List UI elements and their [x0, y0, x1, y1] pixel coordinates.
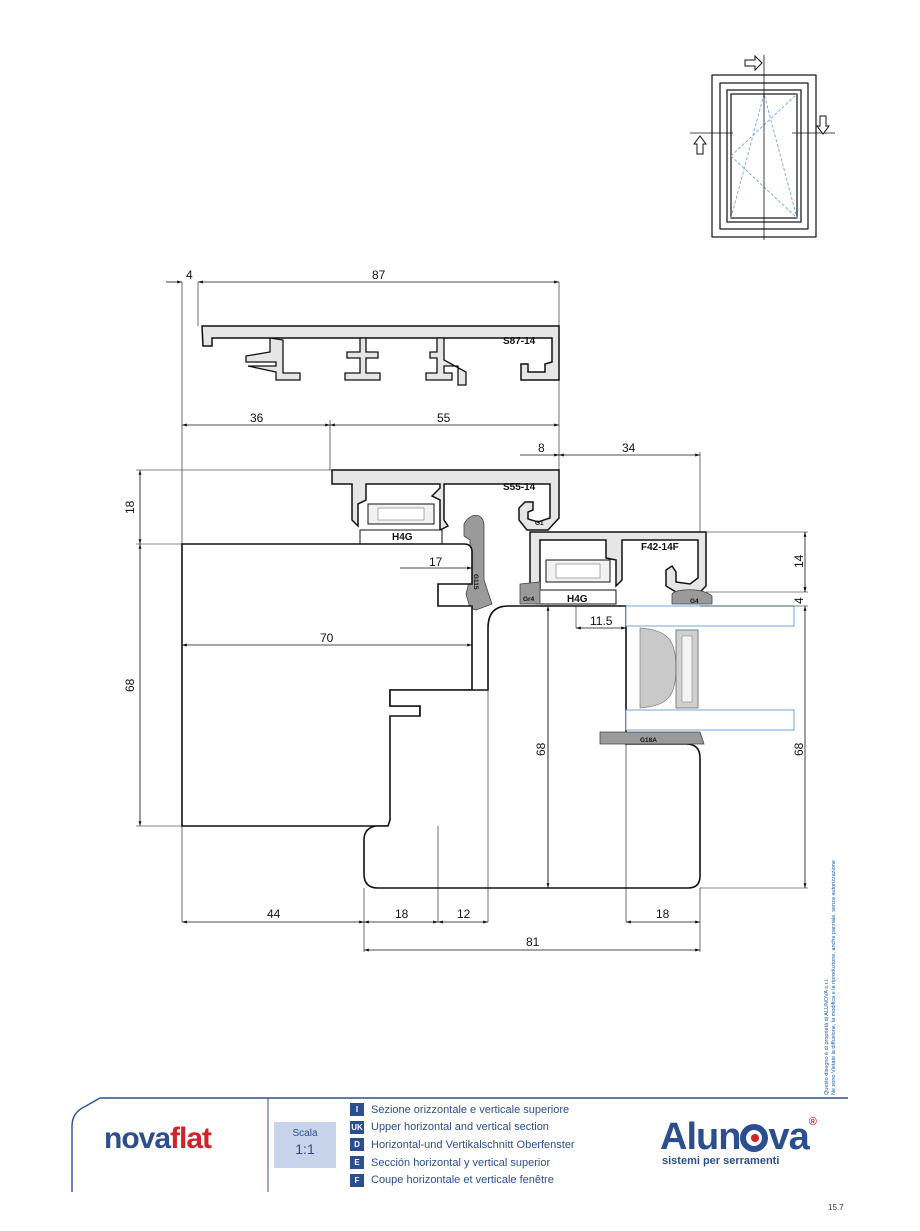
dim-68-right: 68 [792, 742, 806, 756]
key-plan-window-icon [690, 55, 835, 240]
scale-box: Scala 1:1 [274, 1122, 336, 1168]
dim-70: 70 [320, 631, 334, 645]
gasket-g18a [599, 731, 705, 745]
dim-18-bottom: 18 [395, 907, 409, 921]
logo-tagline: sistemi per serramenti [662, 1155, 780, 1167]
glazing-unit [625, 605, 795, 731]
copyright-notice: Questo disegno è di proprietà di ALUNOVA… [824, 860, 837, 1095]
dim-36: 36 [250, 411, 264, 425]
wood-sash [363, 605, 701, 889]
dim-81: 81 [526, 935, 540, 949]
profile-label-s55: S55-14 [503, 482, 536, 493]
dim-68-middle: 68 [534, 742, 548, 756]
dim-55: 55 [437, 411, 451, 425]
dim-14: 14 [792, 554, 806, 568]
gasket-label-gr4: Gr4 [523, 596, 535, 603]
dim-87: 87 [372, 268, 386, 282]
profile-label-f42: F42-14F [641, 542, 679, 553]
gasket-label-g1: G1 [535, 520, 544, 527]
dim-11-5: 11.5 [590, 614, 613, 628]
profile-s87-14 [201, 325, 560, 386]
dim-44: 44 [267, 907, 281, 921]
logo-o-icon [740, 1124, 769, 1152]
novaflat-logo: novaflat [104, 1122, 212, 1155]
gasket-label-g4: G4 [690, 598, 699, 605]
gasket-label-g18a: G18A [640, 737, 657, 744]
dim-12: 12 [457, 907, 471, 921]
section-arrow-icon [693, 54, 830, 155]
profile-s55-14 [331, 469, 560, 545]
gasket-label-g115: G115 [472, 574, 479, 590]
dim-4-top: 4 [186, 268, 193, 282]
page-number: 15.7 [828, 1203, 844, 1212]
dim-68-left: 68 [123, 678, 137, 692]
profile-label-h4g-right: H4G [567, 594, 588, 605]
dim-17: 17 [429, 555, 443, 569]
scale-value: 1:1 [295, 1141, 315, 1157]
footer-border [71, 1097, 848, 1192]
scale-label: Scala [292, 1128, 318, 1139]
dim-4-right: 4 [792, 597, 806, 604]
profile-label-h4g-left: H4G [392, 532, 413, 543]
dim-18-bottom-right: 18 [656, 907, 670, 921]
dim-34: 34 [622, 441, 636, 455]
dim-18-left: 18 [123, 500, 137, 514]
dim-8: 8 [538, 441, 545, 455]
profile-label-s87: S87-14 [503, 336, 536, 347]
dimension-lines [138, 280, 807, 952]
profile-f42-14f [519, 531, 713, 605]
